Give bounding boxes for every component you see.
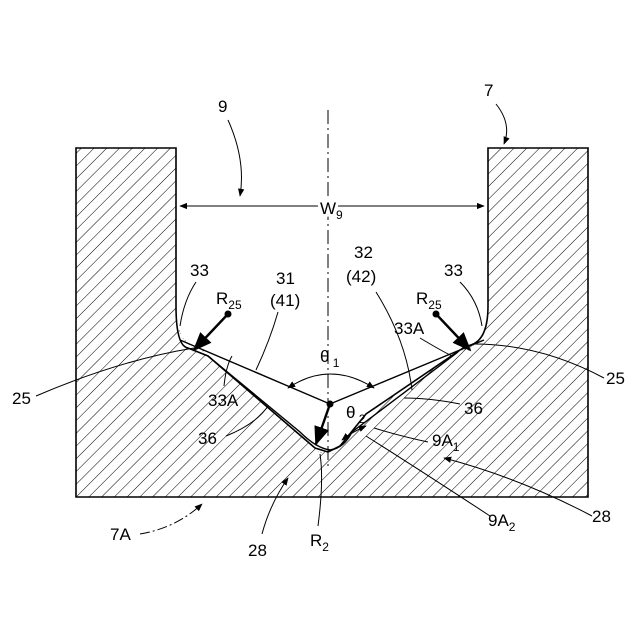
label-9a2: 9A2 bbox=[488, 511, 516, 534]
label-33-left: 33 bbox=[190, 261, 209, 280]
label-36-left: 36 bbox=[198, 429, 217, 448]
r25-right-arrow bbox=[436, 314, 470, 350]
label-31: 31 bbox=[276, 269, 295, 288]
label-42: (42) bbox=[346, 267, 376, 286]
label-theta2: θ 2 bbox=[346, 403, 366, 426]
label-7: 7 bbox=[484, 81, 493, 100]
label-28-bottom: 28 bbox=[248, 541, 267, 560]
label-7a: 7A bbox=[110, 525, 131, 544]
label-25-left: 25 bbox=[12, 389, 31, 408]
leader-7 bbox=[496, 104, 507, 144]
label-r2: R2 bbox=[310, 531, 329, 554]
r25-left-arrow bbox=[194, 314, 228, 350]
label-33a-right: 33A bbox=[394, 319, 425, 338]
leader-32 bbox=[376, 292, 412, 390]
label-36-right: 36 bbox=[464, 399, 483, 418]
label-28-right: 28 bbox=[592, 507, 611, 526]
leader-31 bbox=[256, 312, 278, 370]
label-25-right: 25 bbox=[606, 369, 625, 388]
label-41: (41) bbox=[270, 291, 300, 310]
label-9: 9 bbox=[218, 97, 227, 116]
leader-33-right bbox=[460, 282, 482, 326]
label-33-right: 33 bbox=[444, 261, 463, 280]
label-theta1: θ 1 bbox=[320, 347, 340, 370]
leader-33-left bbox=[180, 282, 196, 326]
theta1-arc bbox=[288, 374, 374, 388]
label-32: 32 bbox=[354, 243, 373, 262]
leader-33a-right bbox=[420, 338, 452, 356]
label-r25-right: R25 bbox=[416, 289, 442, 312]
label-33a-left: 33A bbox=[208, 391, 239, 410]
leader-7a bbox=[140, 504, 202, 534]
label-w9: W9 bbox=[320, 199, 343, 222]
label-r25-left: R25 bbox=[216, 289, 242, 312]
leader-9 bbox=[228, 120, 242, 196]
